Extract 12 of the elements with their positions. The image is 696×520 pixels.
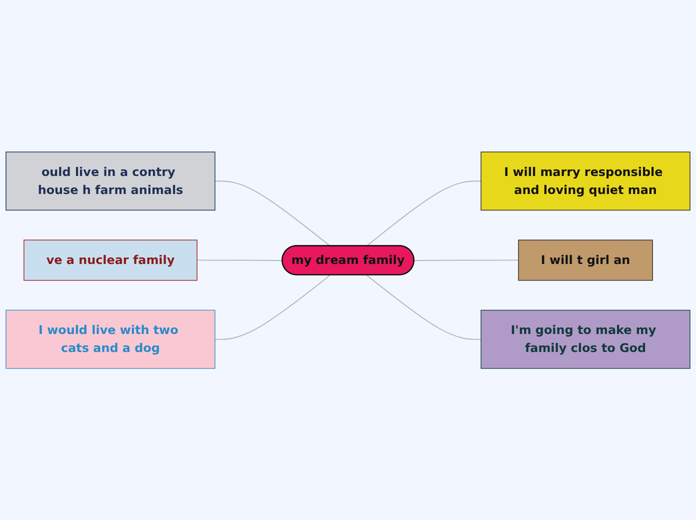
connector bbox=[366, 274, 482, 340]
node-box bbox=[6, 151, 216, 210]
connector bbox=[214, 180, 331, 246]
node-box bbox=[480, 310, 690, 369]
connector bbox=[414, 260, 519, 261]
connector bbox=[214, 274, 331, 340]
connector bbox=[366, 180, 482, 246]
node-box bbox=[480, 151, 690, 210]
node-box bbox=[6, 310, 216, 369]
node-box bbox=[518, 239, 653, 281]
connector bbox=[196, 260, 283, 261]
node-box bbox=[24, 239, 198, 281]
